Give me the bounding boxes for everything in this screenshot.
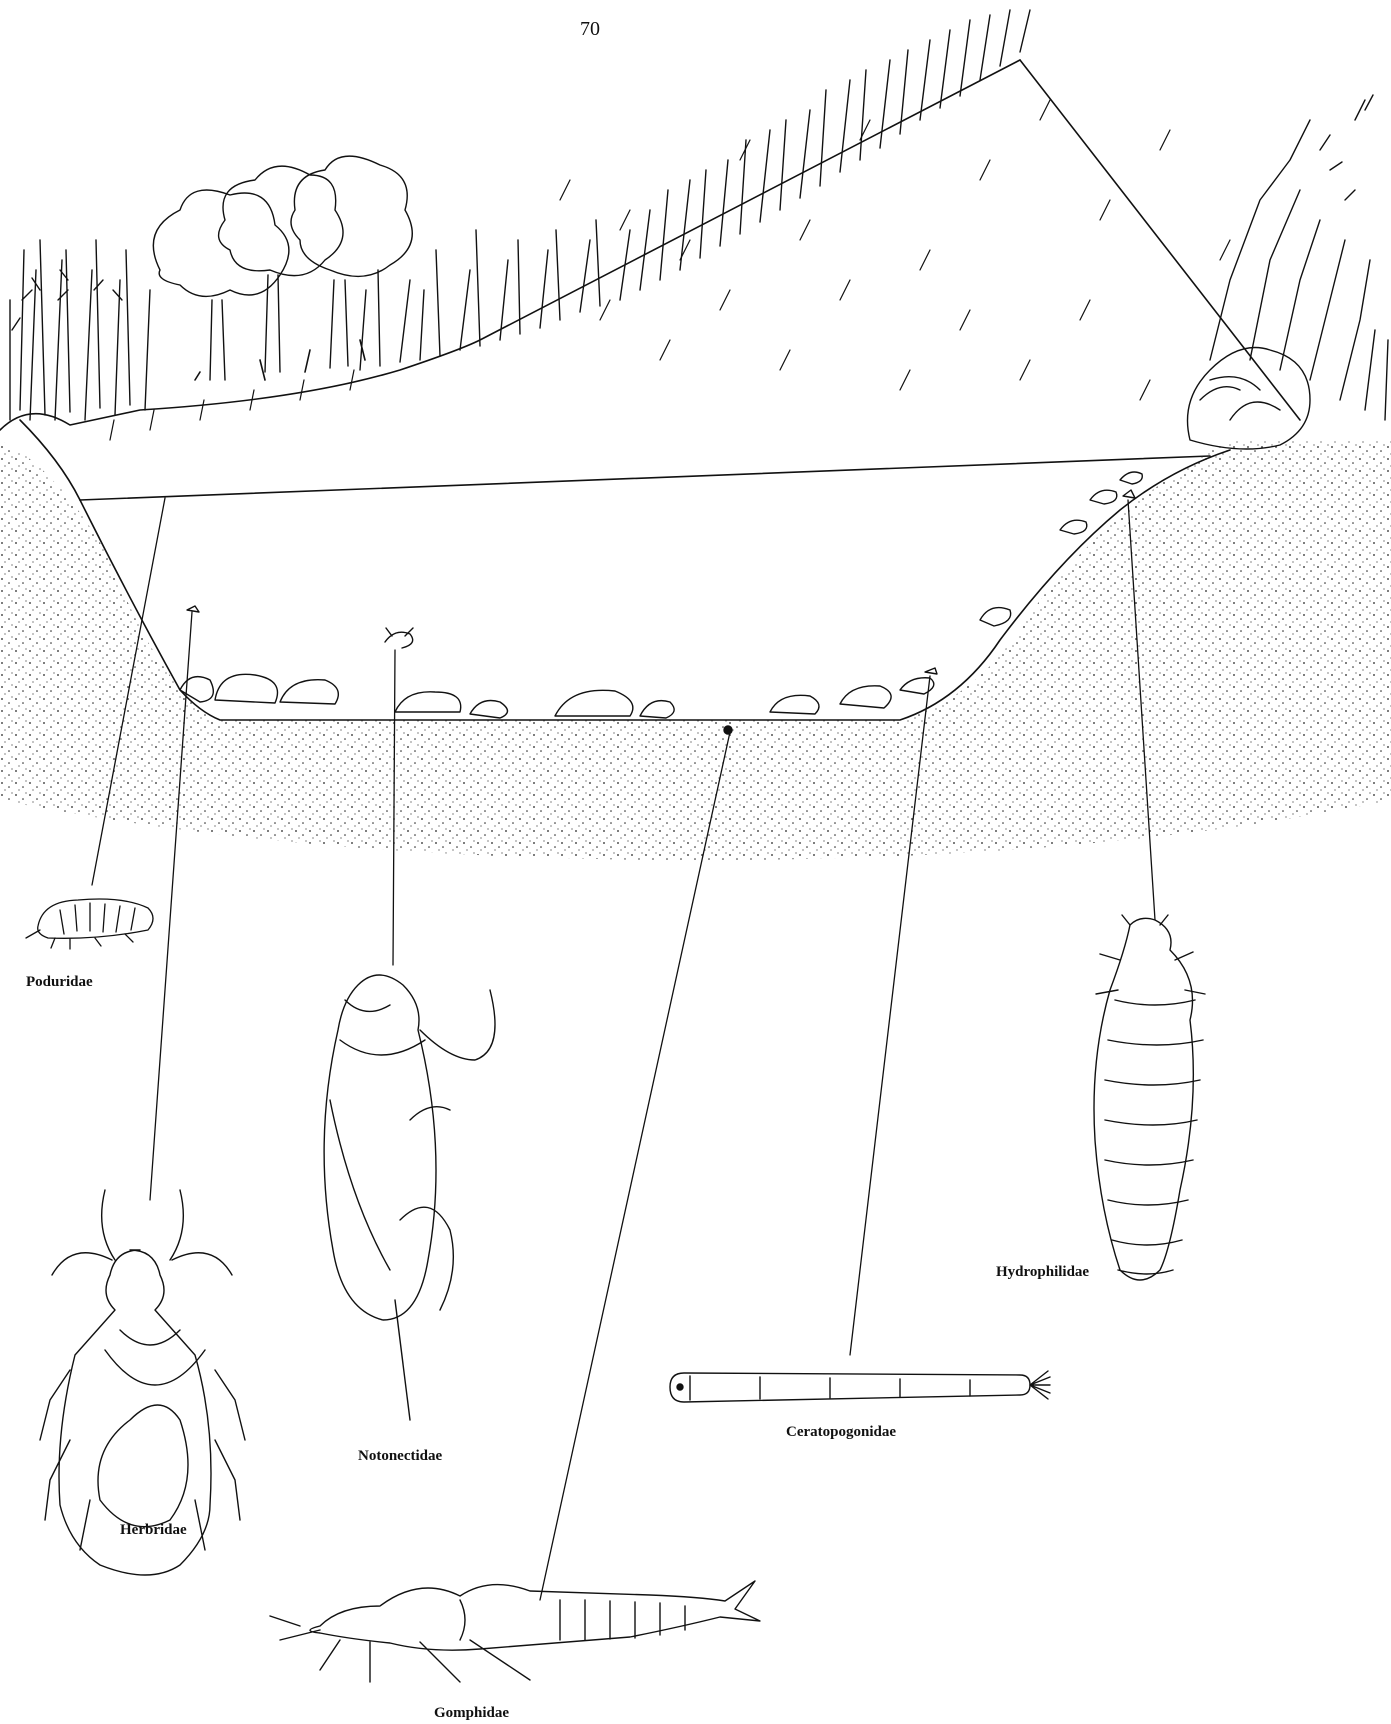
hydrophilidae-illustration: [1094, 915, 1205, 1280]
water-surface-line: [80, 456, 1210, 500]
herbridae-illustration: [40, 1190, 245, 1575]
gomphidae-illustration: [270, 1581, 760, 1682]
pond-outline: [0, 60, 1300, 500]
poduridae-illustration: [26, 899, 153, 949]
leader-gomphidae: [540, 732, 730, 1600]
pond-sediment: [0, 440, 1391, 860]
label-notonectidae: Notonectidae: [358, 1448, 442, 1465]
ceratopogonidae-illustration: [670, 1371, 1050, 1402]
label-herbridae: Herbridae: [120, 1522, 187, 1539]
tree-left: [153, 190, 289, 380]
notonectidae-illustration: [324, 975, 495, 1420]
slope-strokes: [110, 100, 1230, 440]
left-bank-vegetation: [10, 10, 1030, 420]
label-hydrophilidae: Hydrophilidae: [996, 1264, 1089, 1281]
tree-middle: [219, 166, 343, 372]
tree-right: [291, 156, 412, 368]
label-poduridae: Poduridae: [26, 974, 93, 991]
label-ceratopogonidae: Ceratopogonidae: [786, 1424, 896, 1441]
label-gomphidae: Gomphidae: [434, 1705, 509, 1722]
right-bank-vegetation: [1188, 95, 1389, 449]
